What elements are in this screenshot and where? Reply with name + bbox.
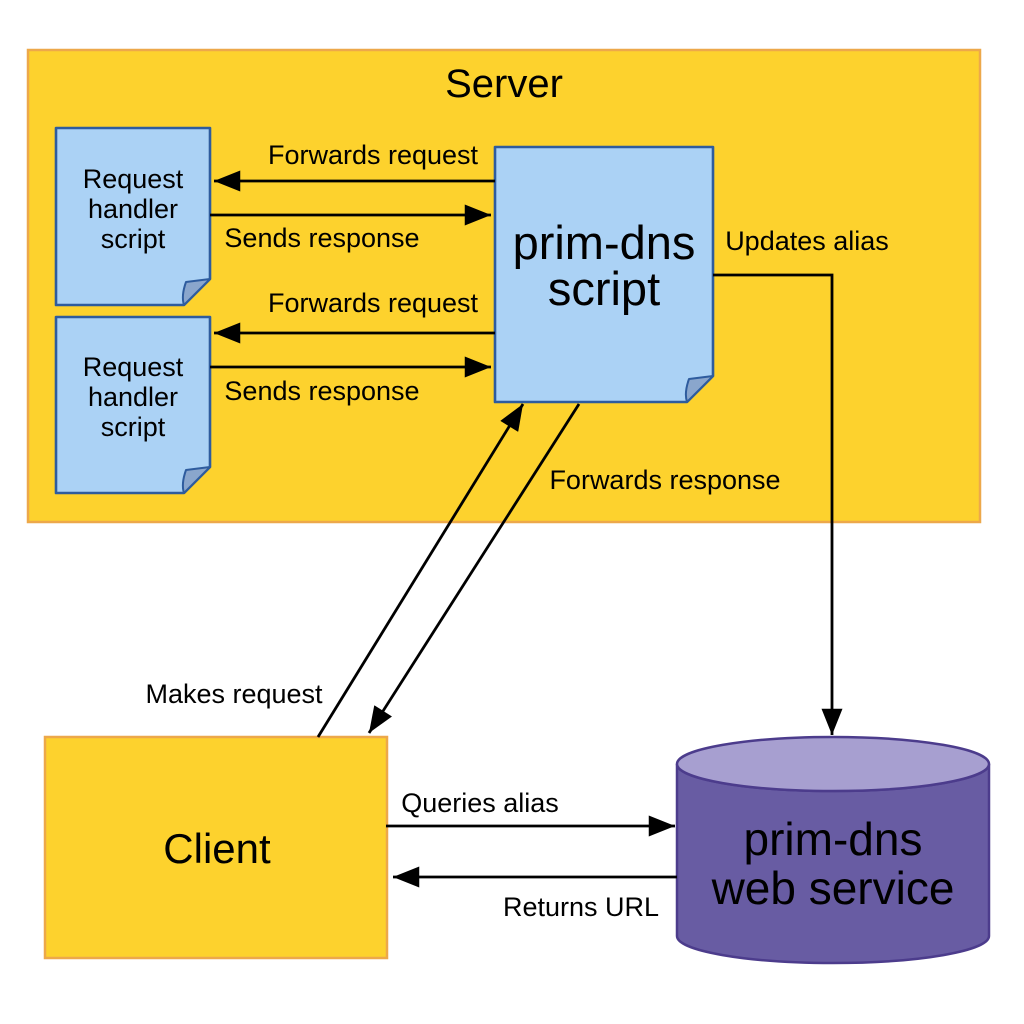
client-label: Client (163, 825, 271, 872)
web-service-label-line2: web service (711, 862, 955, 914)
client-node: Client (43, 735, 389, 960)
edge-label-updates-alias: Updates alias (725, 226, 889, 256)
web-service-label-line1: prim-dns (744, 813, 923, 865)
edge-label-queries-alias: Queries alias (401, 788, 559, 818)
prim-dns-web-service-node: prim-dns web service (675, 735, 991, 965)
request-handler-1-node: Request handler script (54, 126, 212, 307)
edge-label-forwards-request-top: Forwards request (268, 140, 479, 170)
edge-label-forwards-response: Forwards response (549, 465, 780, 495)
request-handler-1-label-line2: handler (88, 194, 178, 224)
request-handler-1-label-line1: Request (83, 164, 184, 194)
prim-dns-script-label-line1: prim-dns (513, 216, 696, 269)
request-handler-2-label-line1: Request (83, 352, 184, 382)
folded-corner-icon (684, 375, 714, 403)
folded-corner-icon (181, 466, 211, 494)
request-handler-2-label-line2: handler (88, 382, 178, 412)
database-cylinder-top-icon (675, 735, 991, 793)
client-box (43, 735, 389, 960)
edge-label-makes-request: Makes request (145, 679, 323, 709)
edge-label-sends-response-top: Sends response (224, 223, 419, 253)
arrow-makes-request (316, 403, 525, 738)
arrow-updates-alias (713, 273, 843, 735)
edge-label-returns-url: Returns URL (503, 892, 659, 922)
server-title: Server (445, 62, 563, 106)
edge-label-forwards-request-bottom: Forwards request (268, 288, 479, 318)
request-handler-2-node: Request handler script (54, 315, 212, 495)
arrow-forwards-response (367, 403, 581, 734)
folded-corner-icon (181, 278, 211, 306)
edge-label-sends-response-bottom: Sends response (224, 376, 419, 406)
request-handler-1-label-line3: script (101, 224, 166, 254)
request-handler-2-label-line3: script (101, 412, 166, 442)
prim-dns-script-label-line2: script (548, 262, 660, 315)
prim-dns-script-node: prim-dns script (493, 145, 715, 404)
